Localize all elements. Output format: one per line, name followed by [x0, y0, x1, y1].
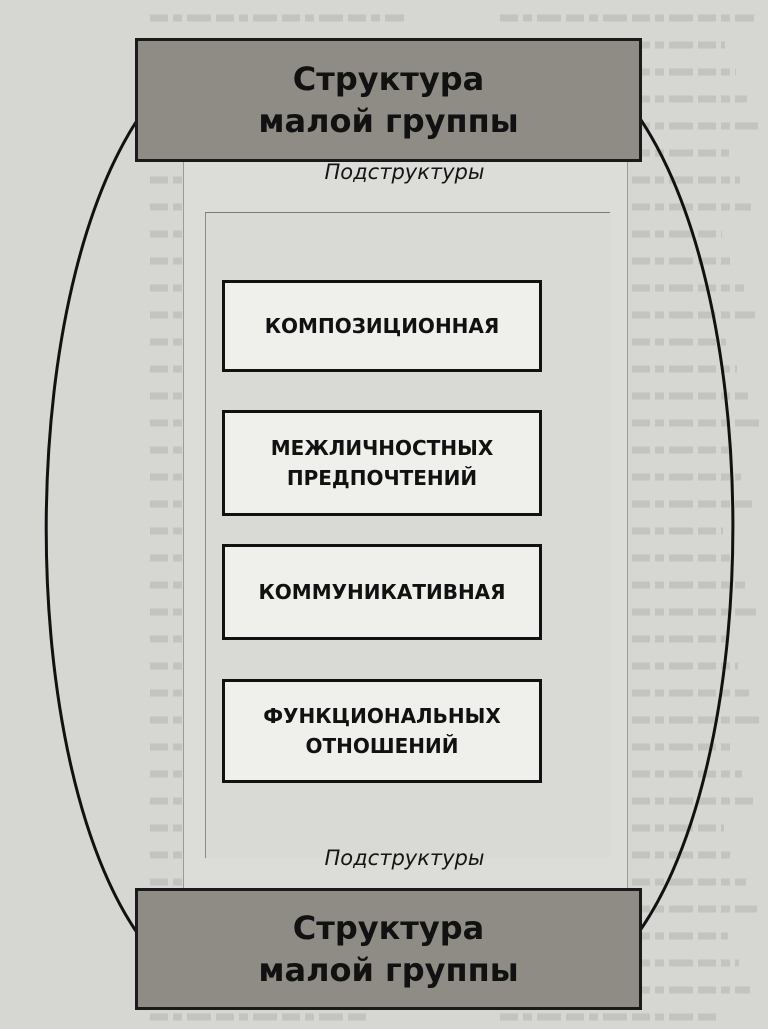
box-interpersonal-preferences: МЕЖЛИЧНОСТНЫХ ПРЕДПОЧТЕНИЙ — [222, 410, 542, 516]
box-communicative: КОММУНИКАТИВНАЯ — [222, 544, 542, 640]
substructures-label-bottom: Подструктуры — [324, 846, 485, 870]
top-title: Структура малой группы — [258, 60, 519, 140]
bottom-title: Структура малой группы — [258, 909, 519, 989]
box-functional-relations: ФУНКЦИОНАЛЬНЫХ ОТНОШЕНИЙ — [222, 679, 542, 783]
bottom-title-box: Структура малой группы — [135, 888, 642, 1010]
top-title-box: Структура малой группы — [135, 38, 642, 162]
box-compositional: КОМПОЗИЦИОННАЯ — [222, 280, 542, 372]
substructures-label-top: Подструктуры — [324, 160, 485, 184]
